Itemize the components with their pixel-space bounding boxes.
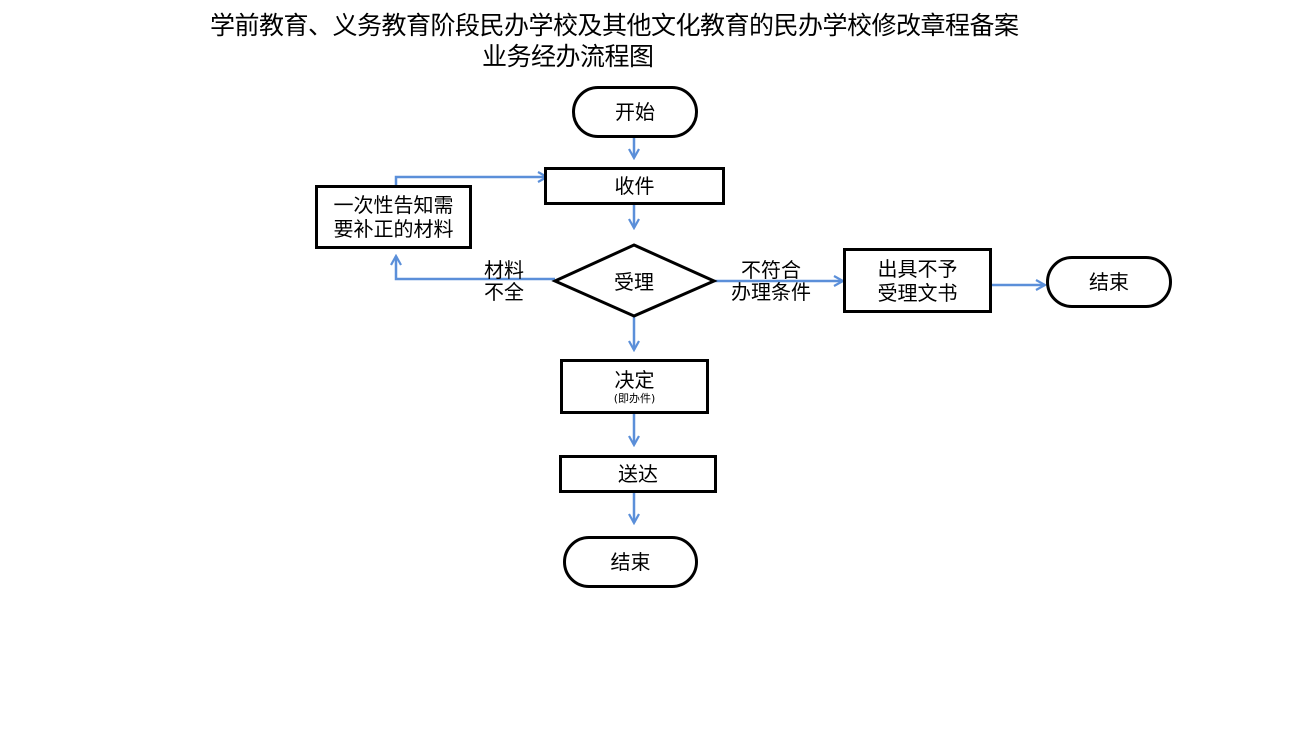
end-right-label: 结束 — [1089, 270, 1129, 294]
accept-label: 受理 — [614, 270, 654, 294]
edge-label-ineligible-line-2: 办理条件 — [731, 280, 811, 304]
notify-label-line-1: 一次性告知需 — [333, 193, 454, 217]
receive-label: 收件 — [614, 174, 655, 198]
start-node: 开始 — [572, 86, 698, 138]
arrow-notify-to-receive — [394, 177, 547, 185]
edge-label-incomplete: 材料 不全 — [484, 259, 524, 303]
edge-label-incomplete-line-1: 材料 — [484, 258, 524, 282]
deliver-node: 送达 — [559, 455, 717, 493]
receive-node: 收件 — [544, 167, 725, 205]
page-title-line-1: 学前教育、义务教育阶段民办学校及其他文化教育的民办学校修改章程备案 — [210, 11, 1019, 40]
reject-label-line-1: 出具不予 — [877, 256, 958, 281]
notify-label-line-2: 要补正的材料 — [333, 217, 454, 241]
end-node-bottom: 结束 — [563, 536, 698, 588]
start-label: 开始 — [615, 100, 655, 124]
notify-node: 一次性告知需 要补正的材料 — [315, 185, 472, 249]
decision-diamond-shape — [551, 243, 718, 318]
edge-label-incomplete-line-2: 不全 — [484, 280, 524, 304]
reject-node: 出具不予 受理文书 — [843, 248, 992, 313]
decide-sublabel: (即办件) — [613, 392, 656, 405]
decide-node: 决定 (即办件) — [560, 359, 709, 414]
edge-label-ineligible: 不符合 办理条件 — [731, 259, 811, 303]
arrow-accept-to-notify — [396, 256, 555, 281]
end-node-right: 结束 — [1046, 256, 1172, 308]
deliver-label: 送达 — [618, 462, 658, 486]
edge-label-ineligible-line-1: 不符合 — [741, 258, 801, 282]
page-title-line-2: 业务经办流程图 — [482, 42, 654, 71]
reject-label-line-2: 受理文书 — [877, 280, 958, 305]
end-bottom-label: 结束 — [610, 550, 651, 574]
decide-label: 决定 — [614, 368, 655, 392]
